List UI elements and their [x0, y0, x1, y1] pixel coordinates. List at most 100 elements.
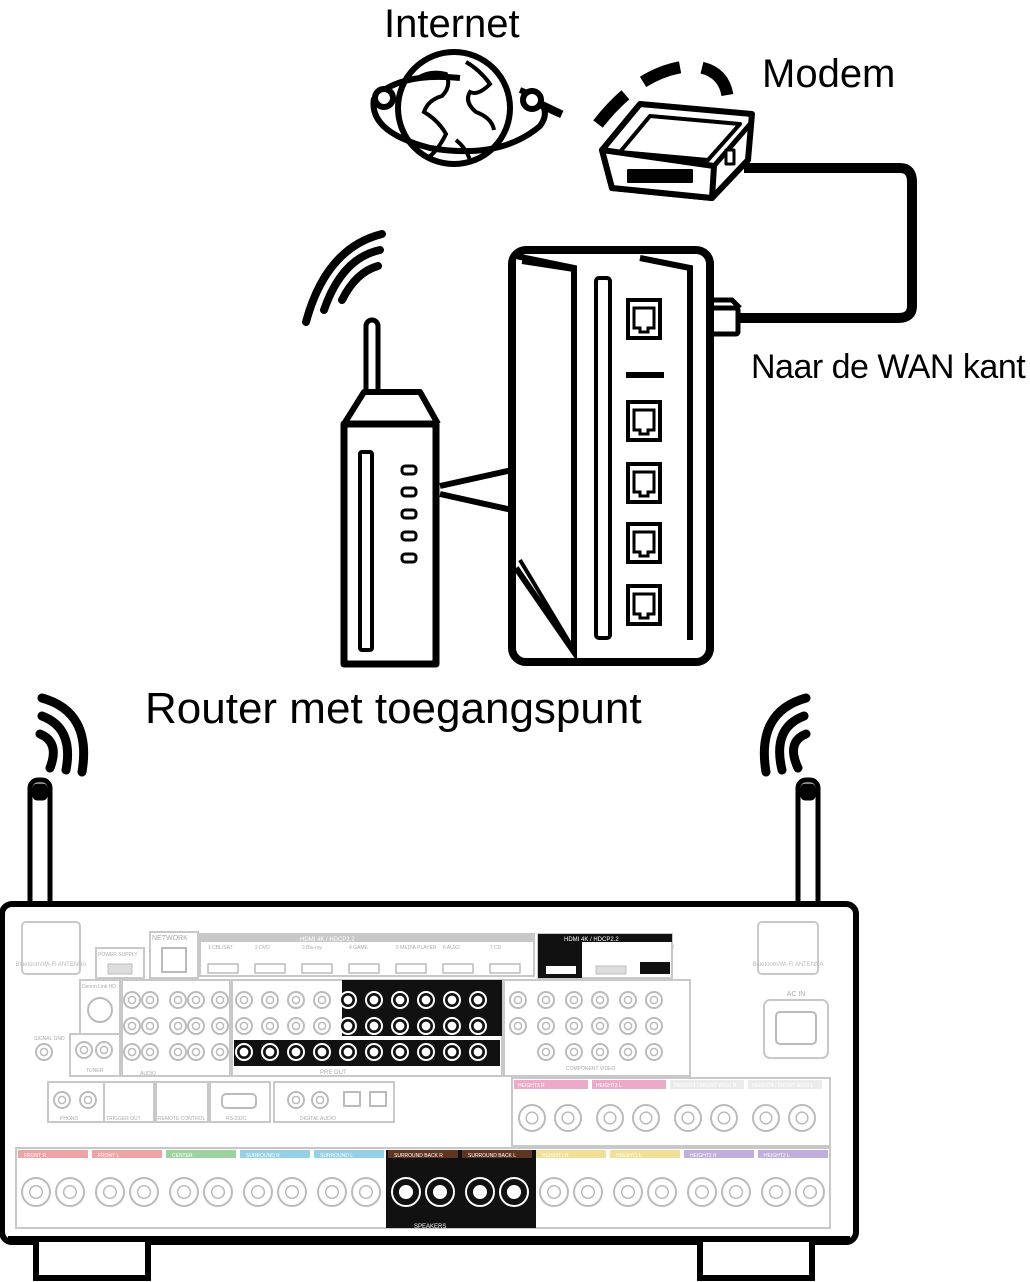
rca-jack-icon — [123, 991, 141, 1009]
rca-jack-icon — [518, 1104, 546, 1132]
lan-ports — [626, 400, 662, 626]
rca-jack-icon — [391, 991, 409, 1009]
digital-audio-label: DIGITAL AUDIO — [300, 1116, 336, 1122]
height-terminal-label: HEIGHT3 L — [596, 1083, 622, 1089]
rca-jack-icon — [53, 1091, 71, 1109]
rca-jack-icon — [391, 1017, 409, 1035]
rca-jack-icon — [313, 991, 331, 1009]
height-terminal-label: HEIGHT4 / FRONT WIDE L — [752, 1083, 814, 1089]
rca-jack-icon — [554, 1104, 582, 1132]
rca-jack-icon — [55, 1177, 85, 1207]
rca-jack-icon — [21, 1177, 51, 1207]
hdmi-out-header: HDMI 4K / HDCP2.2 — [564, 937, 619, 943]
rca-jack-icon — [313, 1017, 331, 1035]
terminal-color-band — [592, 1080, 666, 1089]
rca-jack-icon — [211, 1043, 229, 1061]
hdmi-port-icon — [489, 963, 521, 974]
pre-out-jacks — [235, 991, 487, 1061]
speaker-terminal-label: HEIGHT2 L — [764, 1153, 790, 1159]
rca-jack-icon — [261, 991, 279, 1009]
wan-port-icon — [626, 298, 662, 340]
rca-jack-icon — [351, 1177, 381, 1207]
hdmi-port-icon — [207, 963, 239, 974]
rca-jack-icon — [591, 1043, 609, 1061]
speaker-terminal-label: FRONT R — [24, 1153, 47, 1159]
video-jacks — [509, 991, 663, 1061]
terminal-color-band — [166, 1150, 236, 1158]
ac-in-label: AC IN — [787, 991, 806, 998]
rca-jack-icon — [277, 1177, 307, 1207]
lower-connector-jacks — [53, 1091, 387, 1109]
internet-globe-icon — [370, 49, 572, 167]
speakers-label: SPEAKERS — [414, 1224, 446, 1230]
rca-jack-icon — [647, 1177, 677, 1207]
speaker-terminal-label: SURROUND R — [246, 1153, 280, 1159]
rca-jack-icon — [129, 1177, 159, 1207]
hdmi-port-icon — [442, 963, 474, 974]
rca-jack-icon — [499, 1177, 529, 1207]
rca-jack-icon — [243, 1177, 273, 1207]
modem-label: Modem — [762, 52, 896, 96]
rca-jack-icon — [169, 1177, 199, 1207]
rca-jack-icon — [619, 991, 637, 1009]
rca-jack-icon — [187, 1043, 205, 1061]
rca-jack-icon — [788, 1104, 816, 1132]
rca-jack-icon — [141, 1043, 159, 1061]
zoom-callout — [439, 467, 513, 513]
rca-jack-icon — [211, 1017, 229, 1035]
rca-jack-icon — [417, 1017, 435, 1035]
rca-jack-icon — [425, 1177, 455, 1207]
rca-jack-icon — [645, 1043, 663, 1061]
rca-jack-icon — [235, 1017, 253, 1035]
rca-jack-icon — [565, 991, 583, 1009]
rca-jack-icon — [365, 1043, 383, 1061]
rca-jack-icon — [339, 991, 357, 1009]
rca-jack-icon — [674, 1104, 702, 1132]
rca-jack-icon — [287, 1091, 305, 1109]
height-terminal-label: HEIGHT4 / FRONT WIDE R — [674, 1083, 737, 1089]
speaker-terminal-label: HEIGHT2 R — [690, 1153, 717, 1159]
rca-jack-icon — [169, 991, 187, 1009]
hdmi-input-label: 4 GAME — [349, 945, 369, 951]
hdmi-input-label: 6 AUX2 — [443, 945, 460, 951]
optical-port-icon — [369, 1091, 387, 1107]
rca-jack-icon — [509, 991, 527, 1009]
rca-jack-icon — [537, 1017, 555, 1035]
rca-jack-icon — [591, 991, 609, 1009]
rca-jack-icon — [287, 1017, 305, 1035]
terminal-color-band — [670, 1080, 744, 1089]
rca-jack-icon — [596, 1104, 624, 1132]
pre-out-label: PRE OUT — [320, 1070, 347, 1076]
rca-jack-icon — [261, 1043, 279, 1061]
rca-jack-icon — [565, 1043, 583, 1061]
rca-jack-icon — [95, 1177, 125, 1207]
rca-jack-icon — [141, 1017, 159, 1035]
port-divider — [626, 372, 664, 378]
rca-jack-icon — [287, 1043, 305, 1061]
rca-jack-icon — [35, 1043, 53, 1061]
wan-side-label: Naar de WAN kant — [751, 348, 1026, 386]
speaker-terminal-label: HEIGHT1 L — [616, 1153, 642, 1159]
rca-jack-icon — [169, 1043, 187, 1061]
rca-jack-icon — [619, 1017, 637, 1035]
tuner-label: TUNER — [86, 1068, 104, 1074]
terminal-color-band — [314, 1150, 384, 1158]
terminal-color-band — [92, 1150, 162, 1158]
rca-jack-icon — [465, 1177, 495, 1207]
rca-jack-icon — [141, 991, 159, 1009]
rca-jack-icon — [443, 991, 461, 1009]
hdmi-input-label: 1 CBL/SAT — [208, 945, 233, 951]
modem-icon — [599, 101, 755, 201]
terminal-color-band — [388, 1150, 458, 1158]
terminal-color-band — [758, 1150, 828, 1158]
rca-jack-icon — [632, 1104, 660, 1132]
router-wifi-icon — [302, 230, 386, 326]
right-antenna-label: Bluetooth/Wi-Fi ANTENNA — [752, 962, 823, 968]
rca-jack-icon — [645, 991, 663, 1009]
rca-jack-icon — [123, 1043, 141, 1061]
remote-control-label: REMOTE CONTROL — [158, 1116, 205, 1122]
rca-jack-icon — [710, 1104, 738, 1132]
terminal-color-band — [748, 1080, 822, 1089]
